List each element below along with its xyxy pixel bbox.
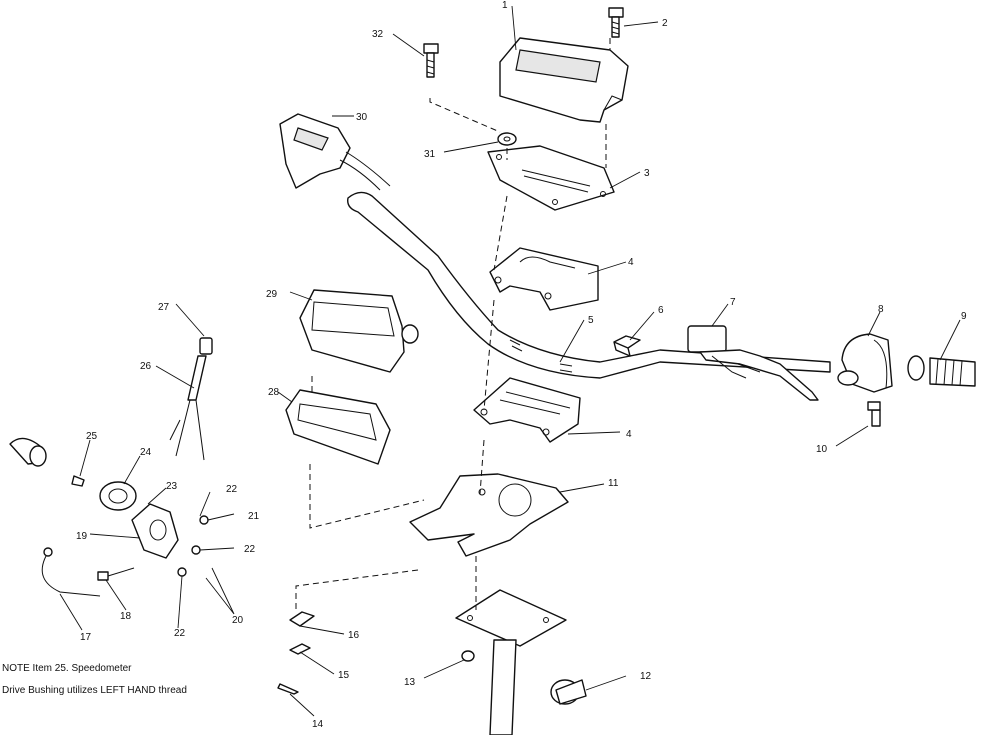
callout-20: 20 (232, 615, 244, 626)
speedometer-drive-assembly (9, 437, 209, 597)
callout-26: 26 (140, 361, 152, 372)
callout-6: 6 (658, 305, 664, 316)
callout-19: 19 (76, 531, 88, 542)
washer-15 (289, 643, 311, 655)
bushing-16 (289, 611, 315, 627)
callout-18: 18 (120, 611, 132, 622)
callout-8: 8 (878, 304, 884, 315)
callout-9: 9 (961, 311, 967, 322)
callout-11: 11 (608, 478, 619, 489)
switch-housing (279, 113, 391, 191)
callout-15: 15 (338, 670, 350, 681)
note-line-2: Drive Bushing utilizes LEFT HAND thread (2, 685, 187, 696)
lower-handlebar-clamp (473, 377, 581, 443)
callout-12: 12 (640, 671, 652, 682)
callout-22-mid: 22 (244, 544, 256, 555)
brake-lever-assembly (687, 325, 819, 401)
mounting-plate (487, 145, 615, 211)
speedometer (299, 289, 419, 373)
steering-post (455, 589, 567, 735)
handlebar-cover (499, 37, 629, 123)
callout-10: 10 (816, 444, 828, 455)
note-line-1: NOTE Item 25. Speedometer (2, 663, 132, 674)
speedometer-cable (169, 337, 213, 461)
callout-21: 21 (248, 511, 260, 522)
callout-1: 1 (502, 0, 508, 11)
callout-22-bottom: 22 (174, 628, 186, 639)
screw-10 (867, 401, 881, 427)
nut-13 (461, 650, 475, 662)
callout-27: 27 (158, 302, 170, 313)
spacer-6 (613, 335, 641, 357)
callout-25: 25 (86, 431, 98, 442)
callout-23: 23 (166, 481, 178, 492)
instrument-bracket (409, 473, 569, 557)
callout-28: 28 (268, 387, 280, 398)
callout-31: 31 (424, 149, 436, 160)
callout-4-upper: 4 (628, 257, 634, 268)
callout-7: 7 (730, 297, 736, 308)
callout-13: 13 (404, 677, 416, 688)
callout-2: 2 (662, 18, 668, 29)
callout-22-top: 22 (226, 484, 238, 495)
callout-24: 24 (140, 447, 152, 458)
callout-16: 16 (348, 630, 360, 641)
cotter-pin-14 (277, 683, 299, 695)
cover-bolt (608, 7, 624, 38)
handlebar (347, 191, 831, 379)
callout-32: 32 (372, 29, 384, 40)
callout-5: 5 (588, 315, 594, 326)
callout-17: 17 (80, 632, 92, 643)
handlebar-grip (907, 355, 976, 387)
callout-14: 14 (312, 719, 324, 730)
callout-30: 30 (356, 112, 368, 123)
upper-handlebar-clamp (489, 247, 599, 311)
bolt-32 (423, 43, 439, 78)
callout-29: 29 (266, 289, 278, 300)
nut-31 (497, 132, 517, 146)
speedometer-bezel (285, 389, 391, 465)
callout-3: 3 (644, 168, 650, 179)
cable-clamp (550, 679, 587, 705)
callout-4-lower: 4 (626, 429, 632, 440)
throttle-housing (837, 333, 893, 393)
